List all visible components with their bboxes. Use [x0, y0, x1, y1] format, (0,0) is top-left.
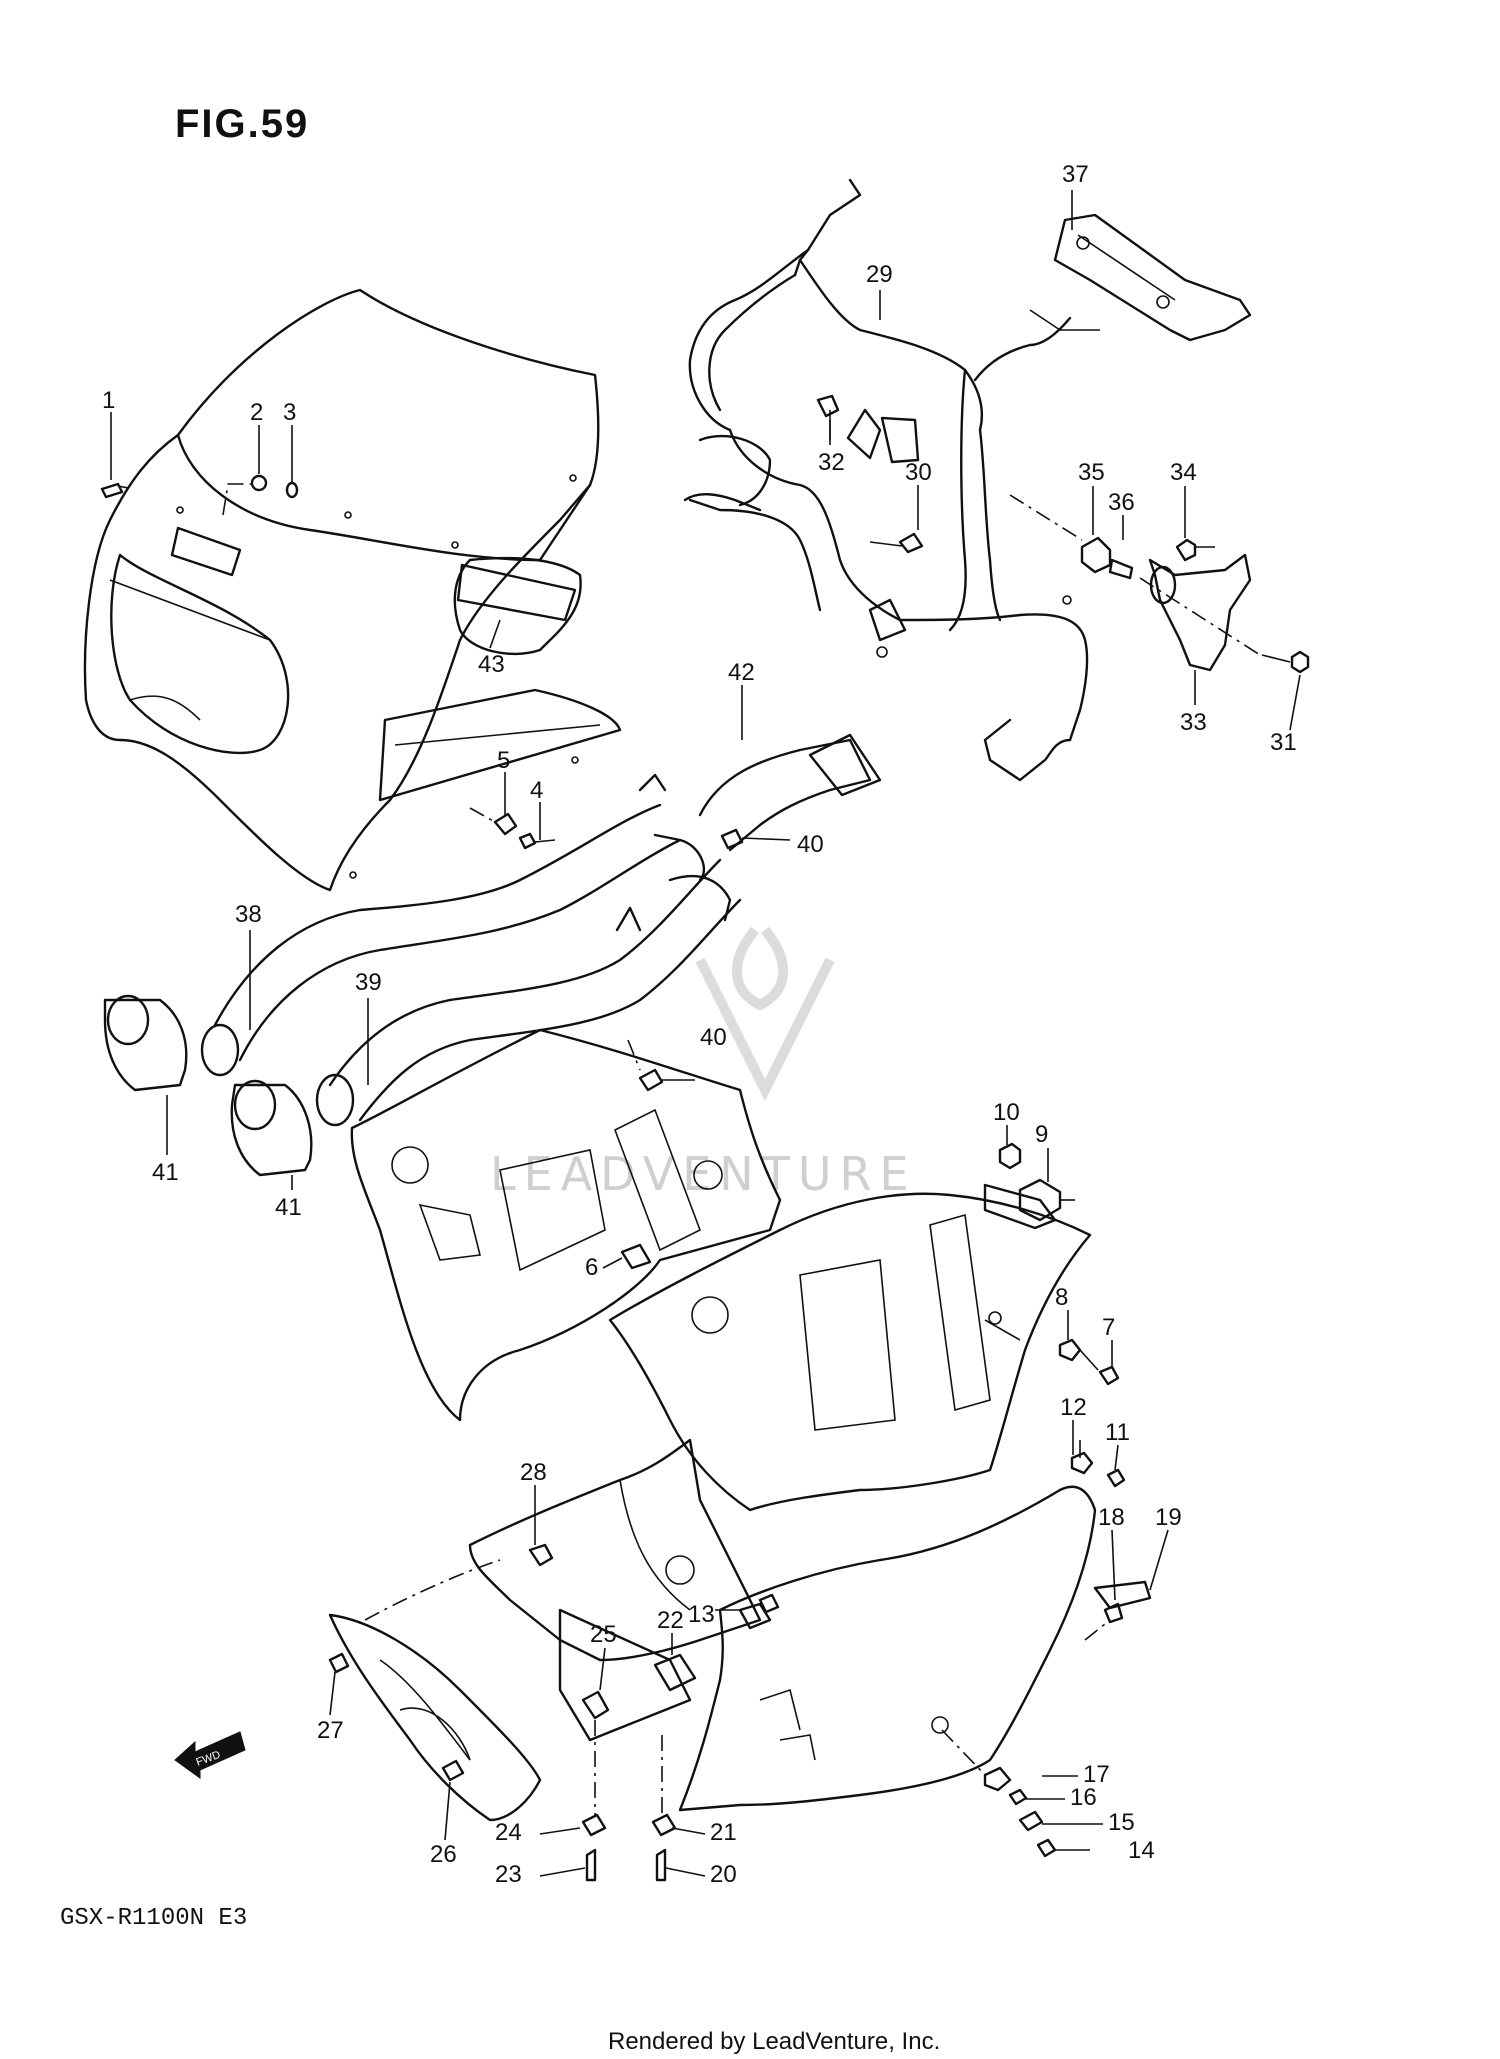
fasteners-lower — [328, 1142, 1126, 1882]
callout-7: 7 — [1102, 1314, 1115, 1341]
callout-14: 14 — [1128, 1837, 1155, 1864]
callout-2: 2 — [250, 399, 263, 426]
fasteners-brace — [816, 394, 924, 554]
watermark-text: LEADVENTURE — [490, 1147, 917, 1201]
air-intake-duct — [103, 733, 882, 1177]
callout-41-left: 41 — [152, 1159, 179, 1186]
callout-42: 42 — [728, 659, 755, 686]
fasteners-duct — [469, 807, 791, 1092]
callout-5: 5 — [497, 747, 510, 774]
footer-credit: Rendered by LeadVenture, Inc. — [608, 2028, 941, 2055]
callout-28: 28 — [520, 1459, 547, 1486]
callout-41-right: 41 — [275, 1194, 302, 1221]
cowling-brace — [683, 178, 1089, 782]
callout-labels: 1 2 3 4 5 6 7 8 9 10 11 12 13 14 15 16 1… — [102, 161, 1297, 1888]
callout-36: 36 — [1108, 489, 1135, 516]
callout-9: 9 — [1035, 1121, 1048, 1148]
callout-37: 37 — [1062, 161, 1089, 188]
callout-15: 15 — [1108, 1809, 1135, 1836]
callout-21: 21 — [710, 1819, 737, 1846]
callout-29: 29 — [866, 261, 893, 288]
lower-cowling — [608, 1183, 1092, 1512]
callout-35: 35 — [1078, 459, 1105, 486]
callout-17: 17 — [1083, 1761, 1110, 1788]
callout-18: 18 — [1098, 1504, 1125, 1531]
callout-6: 6 — [585, 1254, 598, 1281]
inner-panel — [328, 1438, 1152, 1822]
callout-10: 10 — [993, 1099, 1020, 1126]
fasteners-screen — [100, 412, 299, 516]
leader-lines — [166, 190, 1301, 1877]
figure-title: FIG.59 — [175, 102, 310, 146]
watermark-logo — [695, 926, 835, 1102]
model-label: GSX-R1100N E3 — [60, 1905, 248, 1932]
callout-43: 43 — [478, 651, 505, 678]
callout-31: 31 — [1270, 729, 1297, 756]
callout-23: 23 — [495, 1861, 522, 1888]
callout-20: 20 — [710, 1861, 737, 1888]
mounting-bracket — [1029, 213, 1252, 342]
fwd-arrow-icon: FWD — [174, 1731, 246, 1779]
callout-1: 1 — [102, 387, 115, 414]
callout-40-lower: 40 — [700, 1024, 727, 1051]
mount-33 — [1009, 494, 1310, 674]
callout-22: 22 — [657, 1607, 684, 1634]
callout-26: 26 — [430, 1841, 457, 1868]
callout-27: 27 — [317, 1717, 344, 1744]
callout-4: 4 — [530, 777, 543, 804]
callout-12: 12 — [1060, 1394, 1087, 1421]
callout-3: 3 — [283, 399, 296, 426]
callout-40-upper: 40 — [797, 831, 824, 858]
side-cowling — [350, 1028, 782, 1422]
callout-32: 32 — [818, 449, 845, 476]
callout-39: 39 — [355, 969, 382, 996]
callout-11: 11 — [1105, 1419, 1130, 1446]
callout-8: 8 — [1055, 1284, 1068, 1311]
upper-cowling — [83, 288, 622, 892]
callout-16: 16 — [1070, 1784, 1097, 1811]
callout-13: 13 — [688, 1601, 715, 1628]
callout-19: 19 — [1155, 1504, 1182, 1531]
callout-24: 24 — [495, 1819, 522, 1846]
callout-30: 30 — [905, 459, 932, 486]
callout-34: 34 — [1170, 459, 1197, 486]
callout-33: 33 — [1180, 709, 1207, 736]
callout-38: 38 — [235, 901, 262, 928]
callout-25: 25 — [590, 1621, 617, 1648]
